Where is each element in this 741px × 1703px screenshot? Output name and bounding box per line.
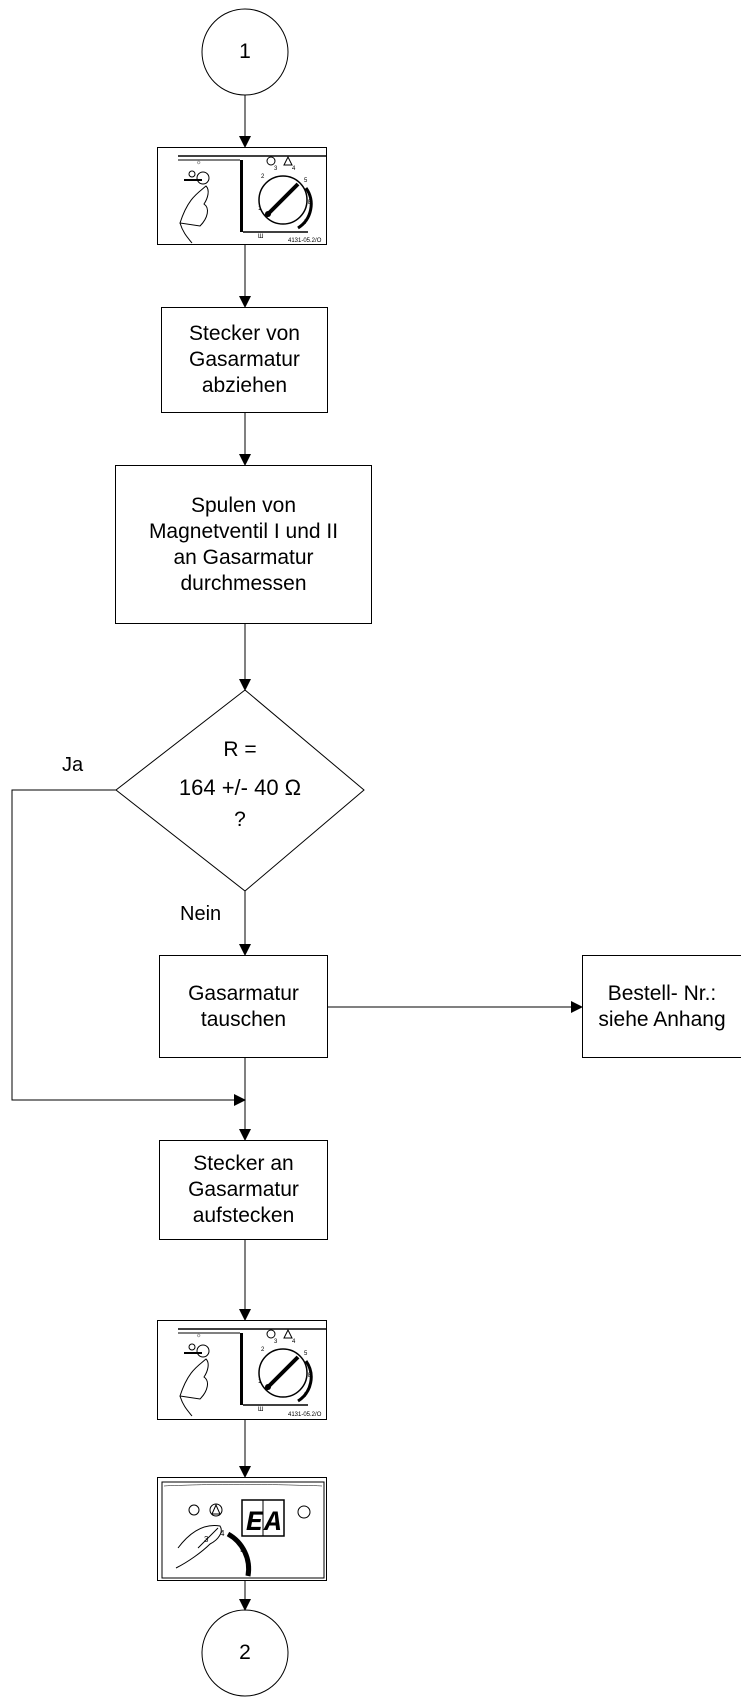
svg-text:5: 5 [304,178,308,184]
end-connector-label: 2 [239,1641,251,1664]
svg-text:☼: ☼ [196,1333,202,1339]
order-number-box: Bestell- Nr.: siehe Anhang [582,955,741,1058]
decision-line-2: 164 +/- 40 Ω [178,775,302,800]
svg-text:Ш: Ш [258,234,264,240]
no-label: Nein [180,903,222,925]
svg-text:7: 7 [304,1393,308,1399]
svg-text:2: 2 [261,174,265,180]
svg-text:Ш: Ш [258,1407,264,1413]
svg-text:E: E [308,200,312,206]
step-replace-box: Gasarmatur tauschen [159,955,328,1058]
step-plugin-box: Stecker an Gasarmatur aufstecken [159,1140,328,1240]
svg-text:2: 2 [261,1347,265,1353]
svg-text:4: 4 [292,166,296,172]
switch-code-2: 4131-05.2/O [288,1412,322,1418]
yes-branch-line [11,789,246,1106]
main-switch-illustration-1: ☼ 2 3 4 5 E 7 1 Ш 4131-05.2/O [157,147,327,245]
svg-text:7: 7 [304,220,308,226]
step-unplug-box: Stecker von Gasarmatur abziehen [161,307,328,413]
svg-text:3: 3 [274,166,278,172]
svg-text:3: 3 [204,1535,209,1544]
decision-line-3: ? [234,808,246,831]
start-connector-label: 1 [239,40,251,63]
switch-code-1: 4131-05.2/O [288,238,322,244]
svg-text:E: E [308,1373,312,1379]
decision-line-1: R = [223,738,257,761]
display-panel-illustration: EA 4 5 3 [157,1477,327,1581]
svg-text:4: 4 [220,1529,225,1538]
svg-text:5: 5 [240,1545,245,1554]
step-measure-box: Spulen von Magnetventil I und II an Gasa… [115,465,372,624]
main-switch-illustration-2: ☼ 2 3 4 5 E 7 1 Ш 4131-05.2/O [157,1320,327,1420]
svg-text:4: 4 [292,1339,296,1345]
svg-text:3: 3 [274,1339,278,1345]
svg-text:☼: ☼ [196,160,202,166]
svg-text:1: 1 [258,1379,262,1385]
display-readout: EA [246,1508,284,1539]
yes-label: Ja [62,754,84,776]
svg-text:1: 1 [258,206,262,212]
svg-text:5: 5 [304,1351,308,1357]
